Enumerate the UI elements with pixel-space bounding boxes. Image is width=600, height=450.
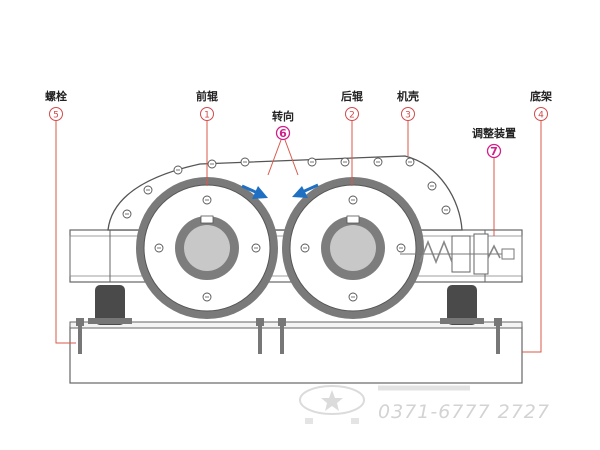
label-rotation: 转向 <box>272 109 294 123</box>
bolt-icon <box>278 318 286 354</box>
watermark-phone: 0371-6777 2727 <box>378 401 550 423</box>
bolt-icon <box>76 318 84 354</box>
callout-housing: 机壳 3 <box>397 89 419 121</box>
label-front-roller: 前辊 <box>196 89 218 103</box>
number-front-roller: 1 <box>204 111 210 121</box>
label-adjuster: 调整装置 <box>472 126 516 140</box>
bolt-icon <box>256 318 264 354</box>
label-base-frame: 底架 <box>530 89 552 103</box>
callout-adjuster: 调整装置 7 <box>472 126 516 159</box>
number-bolt: 5 <box>53 111 59 121</box>
label-rear-roller: 后辊 <box>341 89 363 103</box>
base-bolts <box>76 318 502 354</box>
callout-front-roller: 前辊 1 <box>196 89 218 121</box>
label-bolt: 螺栓 <box>45 89 67 103</box>
base-frame <box>69 321 523 384</box>
rotation-indicator <box>241 139 319 199</box>
adjustment-device <box>400 233 515 275</box>
callout-rear-roller: 后辊 2 <box>341 89 363 121</box>
number-base-frame: 4 <box>538 111 544 121</box>
number-housing: 3 <box>405 111 411 121</box>
watermark: 0371-6777 2727 <box>299 385 550 424</box>
label-housing: 机壳 <box>397 89 419 103</box>
number-adjuster: 7 <box>490 145 498 158</box>
number-rear-roller: 2 <box>349 111 355 121</box>
callout-base-frame: 底架 4 <box>530 89 552 121</box>
rotation-arrow-icon <box>292 183 319 198</box>
watermark-logo-icon <box>299 385 365 424</box>
housing-bolts <box>122 157 451 219</box>
rear-roller <box>282 177 424 319</box>
callout-rotation: 转向 6 <box>272 109 294 141</box>
leader-lines <box>55 121 542 353</box>
callout-bolt: 螺栓 5 <box>45 89 67 121</box>
bolt-icon <box>494 318 502 354</box>
rotation-arrow-icon <box>241 184 268 199</box>
bearing-shoes <box>88 285 484 325</box>
number-rotation: 6 <box>279 127 287 140</box>
